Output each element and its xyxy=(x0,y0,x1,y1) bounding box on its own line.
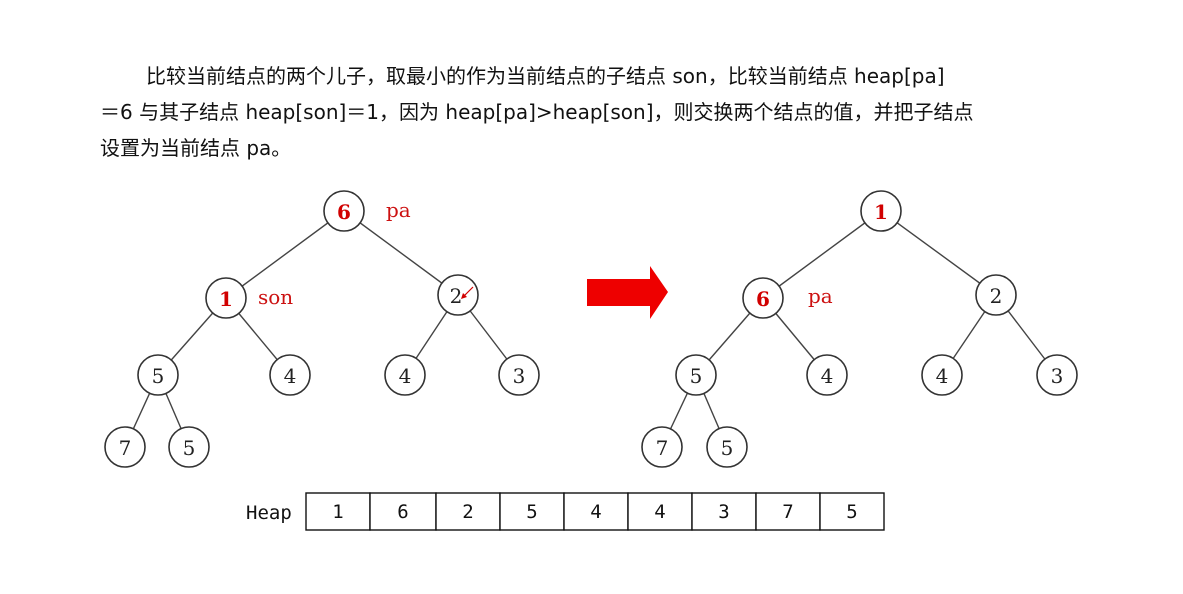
node-value: 1 xyxy=(874,200,888,224)
edge xyxy=(343,210,459,296)
heap-value: 3 xyxy=(718,501,729,523)
node-value: 4 xyxy=(936,364,949,388)
node-value: 6 xyxy=(756,287,770,311)
right-tree-edges xyxy=(661,210,1058,448)
heap-cell xyxy=(563,492,629,531)
left-tree-edges xyxy=(124,210,520,448)
heap-cell xyxy=(819,492,885,531)
node-value: 5 xyxy=(721,436,734,460)
pa-label: pa xyxy=(386,198,411,222)
tree-node: 3 xyxy=(1036,354,1078,396)
heap-array: 1 6 2 5 4 4 3 7 5 xyxy=(305,492,885,531)
tree-node: 1 xyxy=(205,277,247,319)
node-value: 3 xyxy=(513,364,526,388)
node-value: 1 xyxy=(219,287,233,311)
heap-value: 4 xyxy=(654,501,665,523)
node-value: 2 xyxy=(990,284,1003,308)
description-line-3: 设置为当前结点 pa。 xyxy=(100,136,292,160)
node-value: 5 xyxy=(152,364,165,388)
node-value: 3 xyxy=(1051,364,1064,388)
heap-value: 1 xyxy=(332,501,343,523)
description-paragraph: 比较当前结点的两个儿子，取最小的作为当前结点的子结点 son，比较当前结点 he… xyxy=(100,58,1040,166)
heap-cell xyxy=(755,492,821,531)
tree-node: 4 xyxy=(921,354,963,396)
heap-value: 6 xyxy=(397,501,408,523)
tree-node: 5 xyxy=(675,354,717,396)
node-value: 7 xyxy=(656,436,669,460)
node-value: 4 xyxy=(284,364,297,388)
node-value: 2 xyxy=(450,284,463,308)
tree-node: 6 xyxy=(323,190,365,232)
heap-value: 5 xyxy=(846,501,857,523)
tree-node: 2 xyxy=(975,274,1017,316)
node-value: 5 xyxy=(690,364,703,388)
tree-node: 4 xyxy=(269,354,311,396)
edge xyxy=(762,210,882,299)
description-line-1: 比较当前结点的两个儿子，取最小的作为当前结点的子结点 son，比较当前结点 he… xyxy=(146,64,945,88)
right-tree-nodes: 1 6 2 5 4 4 3 7 5 xyxy=(641,190,1078,468)
heap-value: 7 xyxy=(782,501,793,523)
node-value: 5 xyxy=(183,436,196,460)
edge xyxy=(880,210,997,296)
tree-node: 4 xyxy=(806,354,848,396)
left-tree-nodes: 6 1 2 5 4 4 3 7 5 xyxy=(104,190,540,468)
tree-node: 5 xyxy=(168,426,210,468)
heap-value: 4 xyxy=(590,501,601,523)
heap-cell xyxy=(305,492,371,531)
heap-cell xyxy=(369,492,437,531)
node-value: 7 xyxy=(119,436,132,460)
tree-node: 2 xyxy=(437,274,479,316)
node-value: 4 xyxy=(821,364,834,388)
tree-node: 5 xyxy=(137,354,179,396)
edge xyxy=(225,210,345,299)
son-label: son xyxy=(258,285,293,309)
right-arrow-icon xyxy=(587,266,668,319)
heap-label: Heap xyxy=(246,502,292,524)
node-value: 6 xyxy=(337,200,351,224)
pa-label: pa xyxy=(808,284,833,308)
tree-node: 5 xyxy=(706,426,748,468)
tree-node: 6 xyxy=(742,277,784,319)
tree-node: 4 xyxy=(384,354,426,396)
heap-cell xyxy=(499,492,565,531)
node-value: 4 xyxy=(399,364,412,388)
heap-cell xyxy=(435,492,501,531)
description-line-2: ＝6 与其子结点 heap[son]＝1，因为 heap[pa]>heap[so… xyxy=(100,100,974,124)
tree-node: 3 xyxy=(498,354,540,396)
pointer-arrowhead-icon xyxy=(461,293,467,299)
tree-node: 1 xyxy=(860,190,902,232)
heap-value: 5 xyxy=(526,501,537,523)
heap-value: 2 xyxy=(462,501,473,523)
tree-node: 7 xyxy=(641,426,683,468)
tree-node: 7 xyxy=(104,426,146,468)
